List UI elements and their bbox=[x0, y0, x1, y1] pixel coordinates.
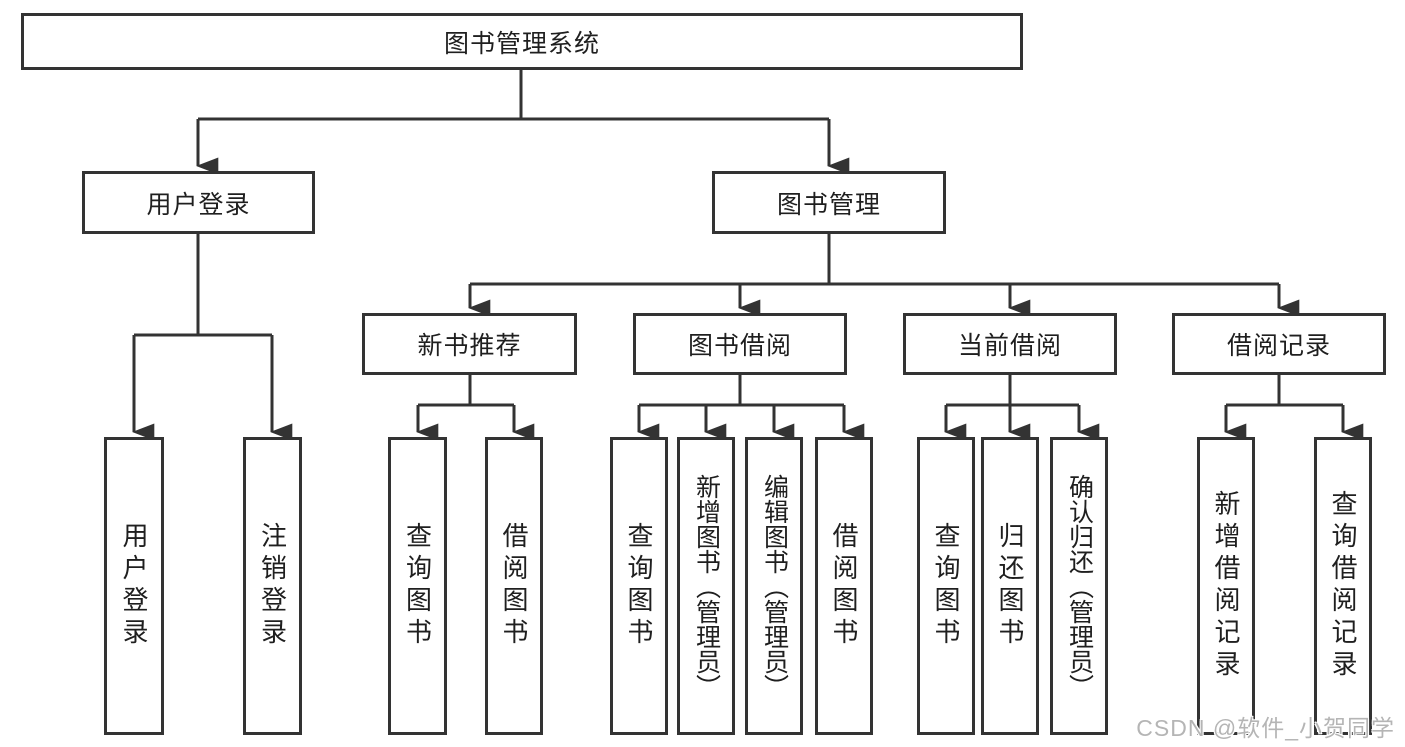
node-library-management-system: 图书管理系统 bbox=[21, 13, 1023, 70]
leaf-borrow-books: 借阅图书 bbox=[815, 437, 873, 735]
node-label: 借阅记录 bbox=[1226, 332, 1331, 360]
leaf-label: 归还图书 bbox=[995, 522, 1025, 650]
leaf-confirm-return-admin: 确认归还（管理员） bbox=[1050, 437, 1108, 735]
leaf-label: 注销登录 bbox=[257, 522, 288, 650]
leaf-borrow-books-recommend: 借阅图书 bbox=[485, 437, 543, 735]
leaf-query-books-current: 查询图书 bbox=[917, 437, 975, 735]
node-label: 当前借阅 bbox=[957, 332, 1062, 360]
leaf-label: 确认归还（管理员） bbox=[1065, 473, 1094, 699]
node-new-book-recommendation: 新书推荐 bbox=[362, 313, 577, 375]
leaf-label: 查询图书 bbox=[624, 522, 654, 650]
csdn-watermark: CSDN @软件_小贺同学 bbox=[1136, 715, 1395, 741]
leaf-logout: 注销登录 bbox=[243, 437, 302, 735]
node-book-management: 图书管理 bbox=[712, 171, 946, 234]
leaf-label: 用户登录 bbox=[119, 522, 149, 650]
leaf-label: 借阅图书 bbox=[829, 522, 859, 650]
leaf-return-books: 归还图书 bbox=[981, 437, 1039, 735]
node-book-borrowing: 图书借阅 bbox=[633, 313, 847, 375]
leaf-label: 新增图书（管理员） bbox=[692, 473, 721, 699]
leaf-query-books-recommend: 查询图书 bbox=[388, 437, 447, 735]
leaf-user-login: 用户登录 bbox=[104, 437, 164, 735]
node-label: 新书推荐 bbox=[417, 332, 522, 360]
leaf-add-borrow-record: 新增借阅记录 bbox=[1197, 437, 1255, 735]
node-user-login: 用户登录 bbox=[82, 171, 315, 234]
node-label: 用户登录 bbox=[146, 190, 251, 219]
leaf-query-books-borrowing: 查询图书 bbox=[610, 437, 668, 735]
node-borrowing-records: 借阅记录 bbox=[1172, 313, 1386, 375]
leaf-label: 查询借阅记录 bbox=[1328, 490, 1358, 682]
node-label: 图书借阅 bbox=[687, 332, 792, 360]
leaf-label: 借阅图书 bbox=[499, 522, 529, 650]
node-label: 图书管理 bbox=[776, 190, 881, 219]
leaf-edit-book-admin: 编辑图书（管理员） bbox=[745, 437, 803, 735]
leaf-label: 查询图书 bbox=[931, 522, 961, 650]
leaf-label: 查询图书 bbox=[402, 522, 433, 650]
leaf-add-book-admin: 新增图书（管理员） bbox=[677, 437, 735, 735]
leaf-label: 编辑图书（管理员） bbox=[760, 473, 789, 699]
leaf-label: 新增借阅记录 bbox=[1211, 490, 1241, 682]
node-current-borrowing: 当前借阅 bbox=[903, 313, 1117, 375]
node-label: 图书管理系统 bbox=[443, 29, 600, 58]
leaf-query-borrow-record: 查询借阅记录 bbox=[1314, 437, 1372, 735]
